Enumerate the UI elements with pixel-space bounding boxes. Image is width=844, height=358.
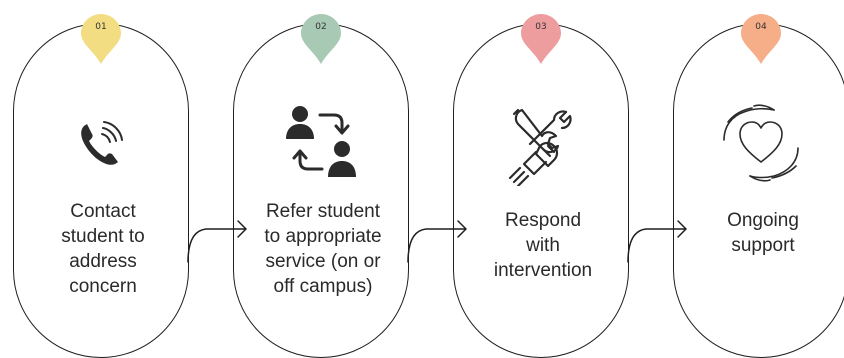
step-3-number: 03 xyxy=(535,22,547,32)
step-2-number: 02 xyxy=(315,22,327,32)
step-4-label: Ongoing support xyxy=(727,210,799,256)
step-3-frame xyxy=(453,23,629,358)
badge-marker-shape xyxy=(741,14,781,64)
step-2-label: Refer student to appropriate service (on… xyxy=(264,201,382,297)
step-2-badge: 02 xyxy=(299,12,343,64)
step-2-frame xyxy=(233,23,409,358)
step-1-badge: 01 xyxy=(79,12,123,64)
step-1-frame xyxy=(13,23,189,358)
badge-marker-shape xyxy=(521,14,561,64)
step-3-badge: 03 xyxy=(519,12,563,64)
step-1-label: Contact student to address concern xyxy=(61,201,145,297)
process-diagram: 01 02 03 04 xyxy=(13,12,844,358)
step-4-badge: 04 xyxy=(739,12,783,64)
badge-marker-shape xyxy=(81,14,121,64)
badge-marker-shape xyxy=(301,14,341,64)
step-4-frame xyxy=(673,23,844,358)
phone-icon xyxy=(81,121,123,165)
tools-icon xyxy=(508,108,572,186)
caring-hands-icon xyxy=(723,104,799,182)
step-4-number: 04 xyxy=(755,22,767,32)
step-3-label: Respond with intervention xyxy=(493,210,593,281)
step-1-number: 01 xyxy=(95,22,107,32)
referral-icon xyxy=(286,106,356,177)
